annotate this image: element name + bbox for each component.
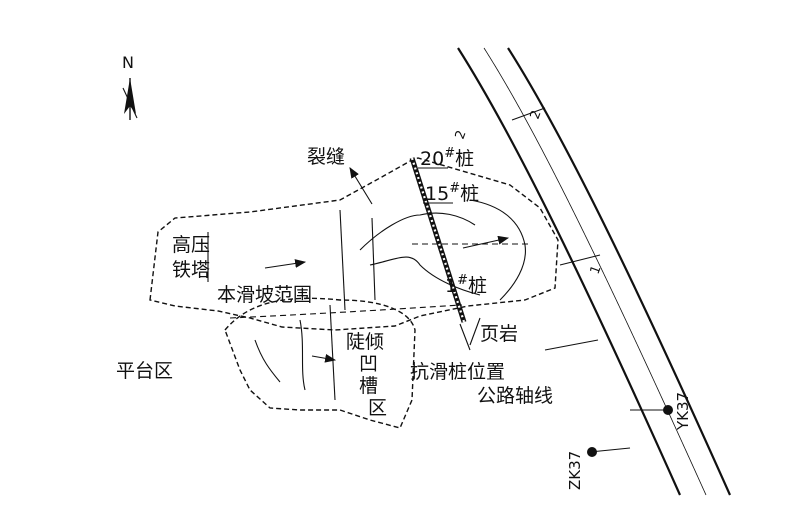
north-label: N — [122, 53, 134, 72]
anti-slide-pile-line — [409, 157, 467, 323]
road-edge-left — [457, 47, 682, 496]
landslide-outline — [149, 157, 559, 331]
station-zk37-label: ZK37 — [566, 451, 584, 490]
scarp-line-3 — [469, 199, 526, 301]
steep-zone-line3: 槽 — [359, 375, 378, 397]
leader-lines — [459, 317, 599, 351]
crack-line-3 — [329, 304, 336, 401]
road-tick-1 — [559, 254, 601, 266]
shale-leader — [469, 317, 481, 346]
slide-direction-arrow-1 — [462, 235, 510, 249]
slide-direction-arrow-3 — [311, 353, 337, 363]
scarp-line-1 — [359, 212, 476, 251]
north-arrow-stroke — [122, 87, 138, 119]
pile-20-label: 20#桩 — [420, 146, 474, 170]
crack-label: 裂缝 — [307, 146, 345, 168]
north-arrow-icon: N — [122, 53, 138, 120]
road-edge-right — [507, 47, 732, 496]
pile-15-label: 15#桩 — [425, 181, 479, 205]
zk37-marker — [587, 447, 597, 457]
steep-zone-line1: 陡倾 — [346, 331, 384, 353]
crack-line-1 — [339, 209, 346, 311]
crack-line-2 — [371, 217, 376, 301]
pile-position-label: 抗滑桩位置 — [410, 361, 505, 383]
platform-area-label: 平台区 — [116, 360, 173, 382]
steep-trough-outline — [224, 297, 416, 429]
crack-line-5 — [254, 339, 281, 383]
crack-pointer-arrow — [349, 167, 373, 205]
landslide-boundary — [149, 157, 559, 429]
diagram-labels: 裂缝 20#桩 15#桩 1#桩 高压 铁塔 本滑坡范围 平台区 陡倾 凹 槽 … — [116, 146, 553, 419]
road-tick-2 — [511, 107, 546, 121]
station-yk37-label: YK37 — [674, 392, 692, 431]
road-axis-label: 公路轴线 — [477, 385, 553, 407]
shale-label: 页岩 — [480, 323, 518, 345]
landslide-range-label: 本滑坡范围 — [217, 284, 312, 306]
road-tick-2-label: 2 — [528, 108, 545, 121]
steep-zone-line2: 凹 — [359, 353, 378, 375]
tower-label-line1: 高压 — [172, 234, 210, 256]
internal-features — [229, 167, 530, 401]
road-tick-1-label: 1 — [588, 263, 605, 276]
scarp-line-2 — [369, 256, 481, 296]
tower-label-line2: 铁塔 — [172, 259, 210, 281]
yk37-marker — [663, 405, 673, 415]
steep-zone-line4: 区 — [368, 397, 387, 419]
highway: 2 2 1 YK37 ZK37 — [453, 47, 732, 496]
road-centerline — [483, 47, 707, 496]
crack-line-4 — [299, 319, 306, 391]
road-axis-leader — [544, 339, 599, 351]
north-arrow-head — [124, 78, 136, 114]
pile-row-dots — [410, 157, 466, 323]
road-tick-2b-label: 2 — [453, 128, 470, 141]
pile-position-leader — [459, 323, 471, 351]
dashed-section-line — [229, 304, 463, 319]
slide-direction-arrow-2 — [264, 259, 307, 269]
pile-1-label: 1#桩 — [445, 273, 487, 297]
